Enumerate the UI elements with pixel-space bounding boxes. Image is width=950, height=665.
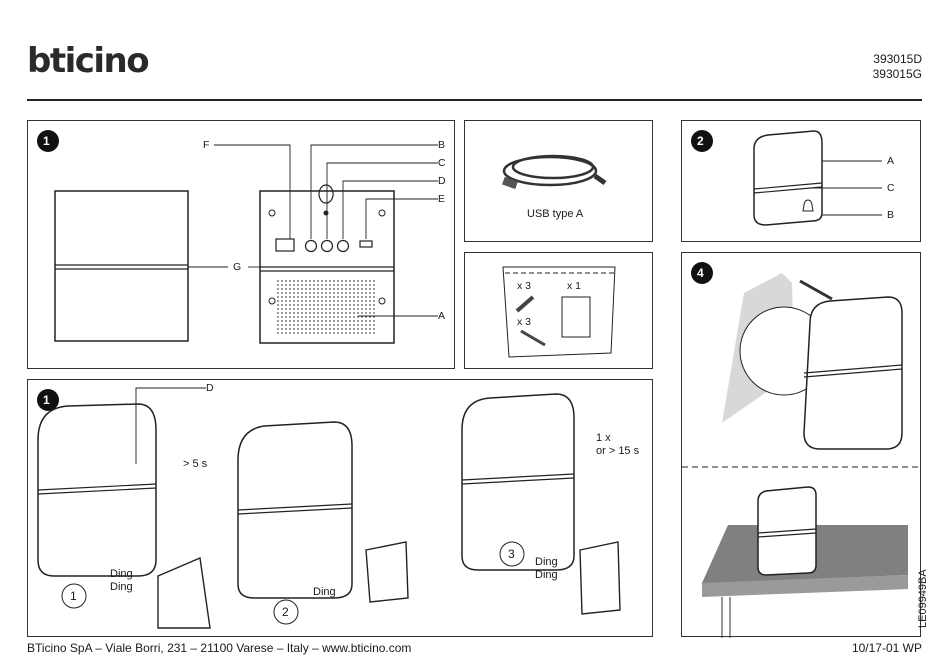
- usage-steps-illustration: [37, 387, 621, 629]
- qty-screws: x 3: [517, 316, 532, 328]
- panel-button-unit: 2 A C B: [681, 120, 921, 242]
- callout-d: D: [206, 382, 214, 394]
- hold-time-3: or > 15 s: [596, 445, 640, 457]
- step-number: 2: [697, 134, 704, 148]
- callout-b: B: [887, 209, 895, 221]
- callout-f: F: [203, 139, 210, 151]
- chime-front-back-illustration: [37, 130, 438, 344]
- document-code: LE09949BA: [917, 569, 929, 628]
- sound-ding: Ding: [110, 581, 133, 593]
- product-codes: 393015D 393015G: [873, 52, 922, 82]
- header-rule: [27, 99, 922, 101]
- mounting-kit-illustration: [502, 266, 616, 358]
- usb-cable-illustration: [502, 154, 607, 190]
- bticino-logo: bticino: [27, 41, 150, 81]
- substep-number: 3: [508, 547, 515, 561]
- step-number: 4: [697, 266, 704, 280]
- step-number: 1: [43, 134, 50, 148]
- panel-usb-cable: USB type A: [464, 120, 653, 242]
- substep-number: 1: [70, 589, 77, 603]
- step-number: 1: [43, 393, 50, 407]
- installation-illustration: [682, 262, 922, 638]
- panel-usage-steps: 1 D > 5 s Ding Ding 1 Ding 2 1 x or > 15…: [27, 379, 653, 637]
- callout-d: D: [438, 175, 446, 187]
- callout-c: C: [887, 182, 895, 194]
- sound-ding: Ding: [110, 568, 133, 580]
- document-version: 10/17-01 WP: [851, 641, 922, 655]
- qty-adhesive: x 1: [567, 280, 582, 292]
- qty-dowels: x 3: [517, 280, 532, 292]
- substep-number: 2: [282, 605, 289, 619]
- hold-time-1: > 5 s: [183, 458, 208, 470]
- callout-b: B: [438, 139, 446, 151]
- press-count: 1 x: [596, 432, 611, 444]
- panel-installation: 4: [681, 252, 922, 638]
- usb-caption: USB type A: [527, 208, 584, 220]
- panel-front-back-view: 1 F B C D E G A: [27, 120, 455, 369]
- product-code: 393015D: [873, 52, 922, 66]
- callout-a: A: [887, 155, 895, 167]
- panel-mounting-kit: x 3 x 3 x 1: [464, 252, 653, 369]
- callout-a: A: [438, 310, 446, 322]
- sound-ding: Ding: [535, 569, 558, 581]
- product-code: 393015G: [872, 67, 922, 81]
- push-button-illustration: [691, 130, 882, 226]
- sound-ding: Ding: [313, 586, 336, 598]
- callout-c: C: [438, 157, 446, 169]
- company-address: BTicino SpA – Viale Borri, 231 – 21100 V…: [27, 641, 412, 655]
- callout-g: G: [233, 261, 242, 273]
- sound-ding: Ding: [535, 556, 558, 568]
- callout-e: E: [438, 193, 446, 205]
